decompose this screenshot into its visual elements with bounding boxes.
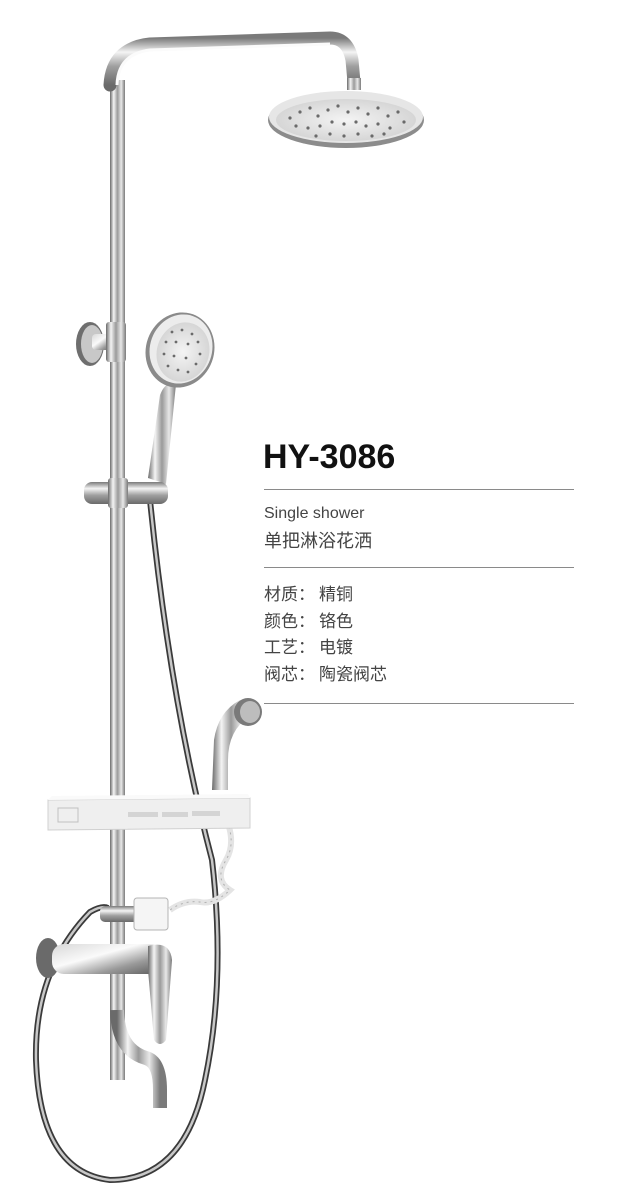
- flexible-hose: [32, 499, 221, 1184]
- spec-value: 铬色: [319, 611, 353, 632]
- spec-valve-core: 阀芯：陶瓷阀芯: [264, 662, 387, 689]
- spec-label: 颜色：: [264, 611, 315, 632]
- spec-label: 材质：: [264, 585, 315, 605]
- spec-value: 精铜: [319, 585, 353, 605]
- spec-value: 电镀: [319, 638, 353, 658]
- spec-label: 阀芯：: [264, 664, 315, 685]
- mixer-valve: [36, 897, 172, 1044]
- hand-shower: [145, 312, 215, 484]
- spec-material: 材质：精铜: [264, 582, 387, 609]
- slide-holder: [84, 478, 168, 508]
- product-name-en: Single shower: [264, 505, 365, 522]
- divider: [264, 567, 574, 568]
- product-name-cn: 单把淋浴花洒: [264, 531, 372, 552]
- spec-label: 工艺：: [264, 638, 315, 658]
- rain-shower-head: [268, 91, 424, 148]
- wall-bracket: [76, 322, 126, 366]
- bidet-sprayer: [212, 698, 262, 790]
- model-number: HY-3086: [263, 438, 396, 476]
- spec-list: 材质：精铜 颜色：铬色 工艺：电镀 阀芯：陶瓷阀芯: [264, 582, 387, 688]
- coiled-hose: [168, 808, 235, 913]
- spec-color: 颜色：铬色: [264, 609, 387, 636]
- spec-process: 工艺：电镀: [264, 635, 387, 662]
- divider: [264, 703, 574, 704]
- tub-spout: [110, 1009, 167, 1108]
- spec-value: 陶瓷阀芯: [319, 664, 387, 685]
- soap-shelf: [47, 794, 251, 831]
- divider: [264, 489, 574, 490]
